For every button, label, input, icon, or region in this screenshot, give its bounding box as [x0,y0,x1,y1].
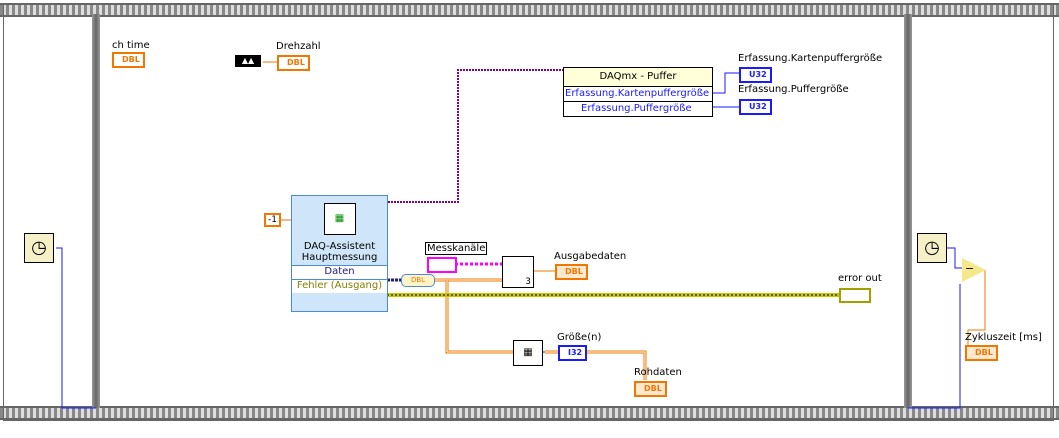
messkanaele-label: Messkanäle [425,242,488,255]
property-node-title: DAQmx - Puffer [564,68,712,87]
ausgabedaten-label: Ausgabedaten [554,251,627,262]
drehzahl-terminal[interactable]: DBL [277,55,310,71]
sequence-top-strip [0,3,1059,17]
groesse-indicator[interactable]: I32 [558,345,588,361]
rohdaten-label: Rohdaten [634,367,682,378]
error-out-label: error out [838,273,882,284]
sequence-frame [3,3,1054,421]
property-puffer[interactable]: Erfassung.Puffergröße [581,103,692,114]
groesse-label: Größe(n) [557,332,602,343]
select-signals-icon[interactable]: 3 [502,256,534,288]
daq-output-fehler[interactable]: Fehler (Ausgang) [292,279,387,293]
daq-output-daten[interactable]: Daten [292,265,387,279]
clock-icon[interactable]: ◷ [24,233,54,263]
frame-divider-left[interactable] [92,14,100,408]
waveform-constant-icon[interactable]: ▲▲ [235,55,261,67]
ausgabedaten-indicator[interactable]: DBL [555,264,588,280]
daqmx-property-node[interactable]: DAQmx - Puffer Erfassung.Kartenpuffergrö… [563,67,713,117]
daq-assistant-subtitle: Hauptmessung [301,252,378,263]
puffer-indicator[interactable]: U32 [739,99,772,115]
drehzahl-label: Drehzahl [276,41,321,52]
zykluszeit-label: Zykluszeit [ms] [965,332,1042,343]
rohdaten-indicator[interactable]: DBL [634,381,667,397]
constant-minus-one[interactable]: -1 [264,213,281,227]
ch-time-label: ch time [112,40,150,51]
convert-dynamic-icon[interactable]: DBL [401,274,435,287]
puffer-label: Erfassung.Puffergröße [738,84,849,95]
messkanaele-constant[interactable] [427,257,457,273]
daq-assistant[interactable]: ▦ DAQ-Assistent Hauptmessung Daten Fehle… [291,195,388,312]
kartenpuffer-label: Erfassung.Kartenpuffergröße [738,53,883,64]
ch-time-terminal[interactable]: DBL [112,52,145,68]
daq-assistant-icon: ▦ [323,203,356,235]
subtract-icon[interactable] [962,258,986,282]
kartenpuffer-indicator[interactable]: U32 [739,67,772,83]
property-kartenpuffer[interactable]: Erfassung.Kartenpuffergröße [564,87,712,102]
clock-icon[interactable]: ◷ [917,233,947,263]
subtract-symbol: − [965,262,975,275]
select-signals-index: 3 [525,277,531,287]
error-out-indicator[interactable] [839,288,871,303]
frame-divider-right[interactable] [904,14,912,408]
zykluszeit-indicator[interactable]: DBL [965,345,998,361]
array-size-icon[interactable]: ▦ [513,340,543,366]
daq-assistant-title: DAQ-Assistent [303,241,376,252]
sequence-bottom-strip [0,406,1059,420]
